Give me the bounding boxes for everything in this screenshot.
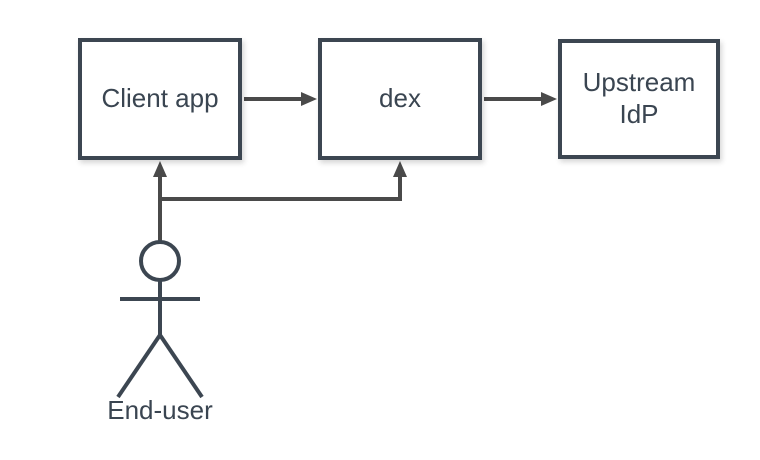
node-dex-label: dex — [379, 83, 421, 114]
actor-head — [139, 240, 181, 282]
node-upstream-idp-label: Upstream IdP — [582, 67, 696, 129]
actor-leg-right — [158, 333, 204, 399]
node-dex: dex — [318, 38, 482, 160]
node-client-app-label: Client app — [101, 83, 219, 114]
node-client-app: Client app — [78, 38, 242, 160]
edge-dex-to-idp-arrow — [484, 92, 557, 106]
edge-user-to-dex-arrow — [160, 161, 407, 201]
edge-client-to-dex-arrow — [244, 92, 317, 106]
actor-end-user-figure — [116, 240, 204, 399]
actor-leg-left — [116, 333, 162, 399]
actor-label: End-user — [107, 395, 213, 425]
node-upstream-idp: Upstream IdP — [558, 39, 720, 159]
edge-user-to-client-arrow — [153, 161, 167, 242]
